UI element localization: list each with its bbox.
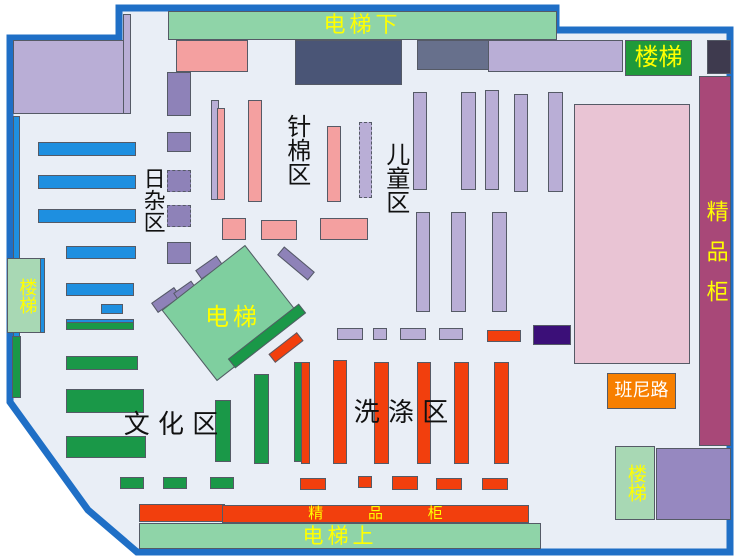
boutique-right-label: 精品柜 [702,200,728,320]
stairs-top-right[interactable] [625,40,692,76]
green-shelf-v2 [254,374,269,464]
green-shelf-3 [66,389,144,413]
zone-kids-label: 儿童区 [381,142,410,214]
kids-shelf-8 [492,212,507,312]
shop-banilu[interactable] [607,373,676,409]
daily-shelf-4 [167,205,191,227]
green-shelf-1 [66,322,134,330]
stairs-bottom-right[interactable] [615,446,655,520]
lav-small-1 [337,328,363,340]
elevator-up-label: 电梯上 [302,523,378,548]
navy-counter-top [295,40,402,85]
green-shelf-4 [66,436,146,458]
daily-shelf-2 [167,132,191,152]
green-shelf-v1 [215,400,231,462]
purple-block-bottom-right [656,448,731,520]
lav-small-2 [373,328,387,340]
boutique-bottom[interactable] [222,505,529,523]
laundry-shelf-1 [301,362,310,464]
blue-shelf-3 [38,209,136,223]
dark-block-corner [707,40,731,74]
daily-shelf-3 [167,170,191,192]
knit-shelf-v4 [327,126,341,202]
pink-counter-top [176,40,248,72]
lavender-post-top-left [123,14,131,114]
knit-shelf-v5 [359,122,372,198]
green-small-1 [120,477,144,489]
orange-small-5 [482,478,508,490]
kids-shelf-6 [416,212,430,312]
daily-shelf-1 [167,72,191,116]
shop-banilu-label: 班尼路 [614,379,669,401]
lav-small-3 [400,328,426,340]
boutique-right[interactable] [699,76,731,446]
lavender-block-top-left [13,40,125,114]
stairs-left[interactable] [7,258,45,333]
zone-daily-label: 日杂区 [139,167,165,233]
blue-shelf-2 [38,175,136,189]
knit-shelf-h1 [222,218,246,240]
green-shelf-wall [12,336,21,398]
orange-small-3 [392,476,418,490]
elevator-down[interactable] [168,11,557,40]
lav-small-4 [439,328,463,340]
large-pink-counter [574,104,690,364]
green-small-2 [163,477,187,489]
laundry-shelf-3 [374,362,389,464]
elevator-down-label: 电梯下 [323,12,402,38]
laundry-shelf-6 [494,362,509,464]
kids-shelf-4 [514,94,528,192]
knit-shelf-h3 [320,218,368,240]
kids-shelf-5 [548,92,563,192]
zone-knit-label: 针棉区 [282,114,311,186]
orange-small-2 [358,476,372,488]
laundry-shelf-4 [417,362,431,464]
blue-shelf-1 [38,142,136,156]
orange-small-1 [300,478,326,490]
lavender-counter-top [488,40,623,72]
stairs-top-right-label: 楼梯 [634,43,683,72]
green-small-3 [210,477,234,489]
laundry-shelf-5 [454,362,469,464]
kids-shelf-3 [485,90,499,190]
kids-shelf-1 [413,92,427,190]
green-shelf-2 [66,356,138,370]
laundry-shelf-2 [333,360,347,464]
orange-small-mid [487,330,521,342]
zone-culture-label: 文 化 区 [123,410,219,441]
knit-shelf-v2 [217,108,225,200]
elevator-up[interactable] [139,523,541,549]
boutique-bottom-label: 精 品 柜 [308,504,443,523]
violet-block-mid [533,325,571,345]
stairs-left-rail [40,258,45,333]
stairs-bottom-right-label: 楼梯 [624,464,647,502]
kids-shelf-2 [461,92,476,190]
orange-small-4 [436,478,462,490]
blue-shelf-5 [66,283,134,296]
elevator-center-label: 电梯 [205,303,261,332]
kids-shelf-7 [451,212,466,312]
blue-shelf-6 [101,304,123,314]
slate-counter-top [417,40,489,70]
boutique-bottom-left [139,504,225,522]
stairs-left-label: 楼梯 [16,277,38,314]
knit-shelf-h2 [261,220,297,240]
blue-shelf-4 [66,246,136,259]
daily-shelf-5 [167,242,191,264]
zone-laundry-label: 洗 涤 区 [353,398,449,429]
knit-shelf-v3 [248,100,262,202]
